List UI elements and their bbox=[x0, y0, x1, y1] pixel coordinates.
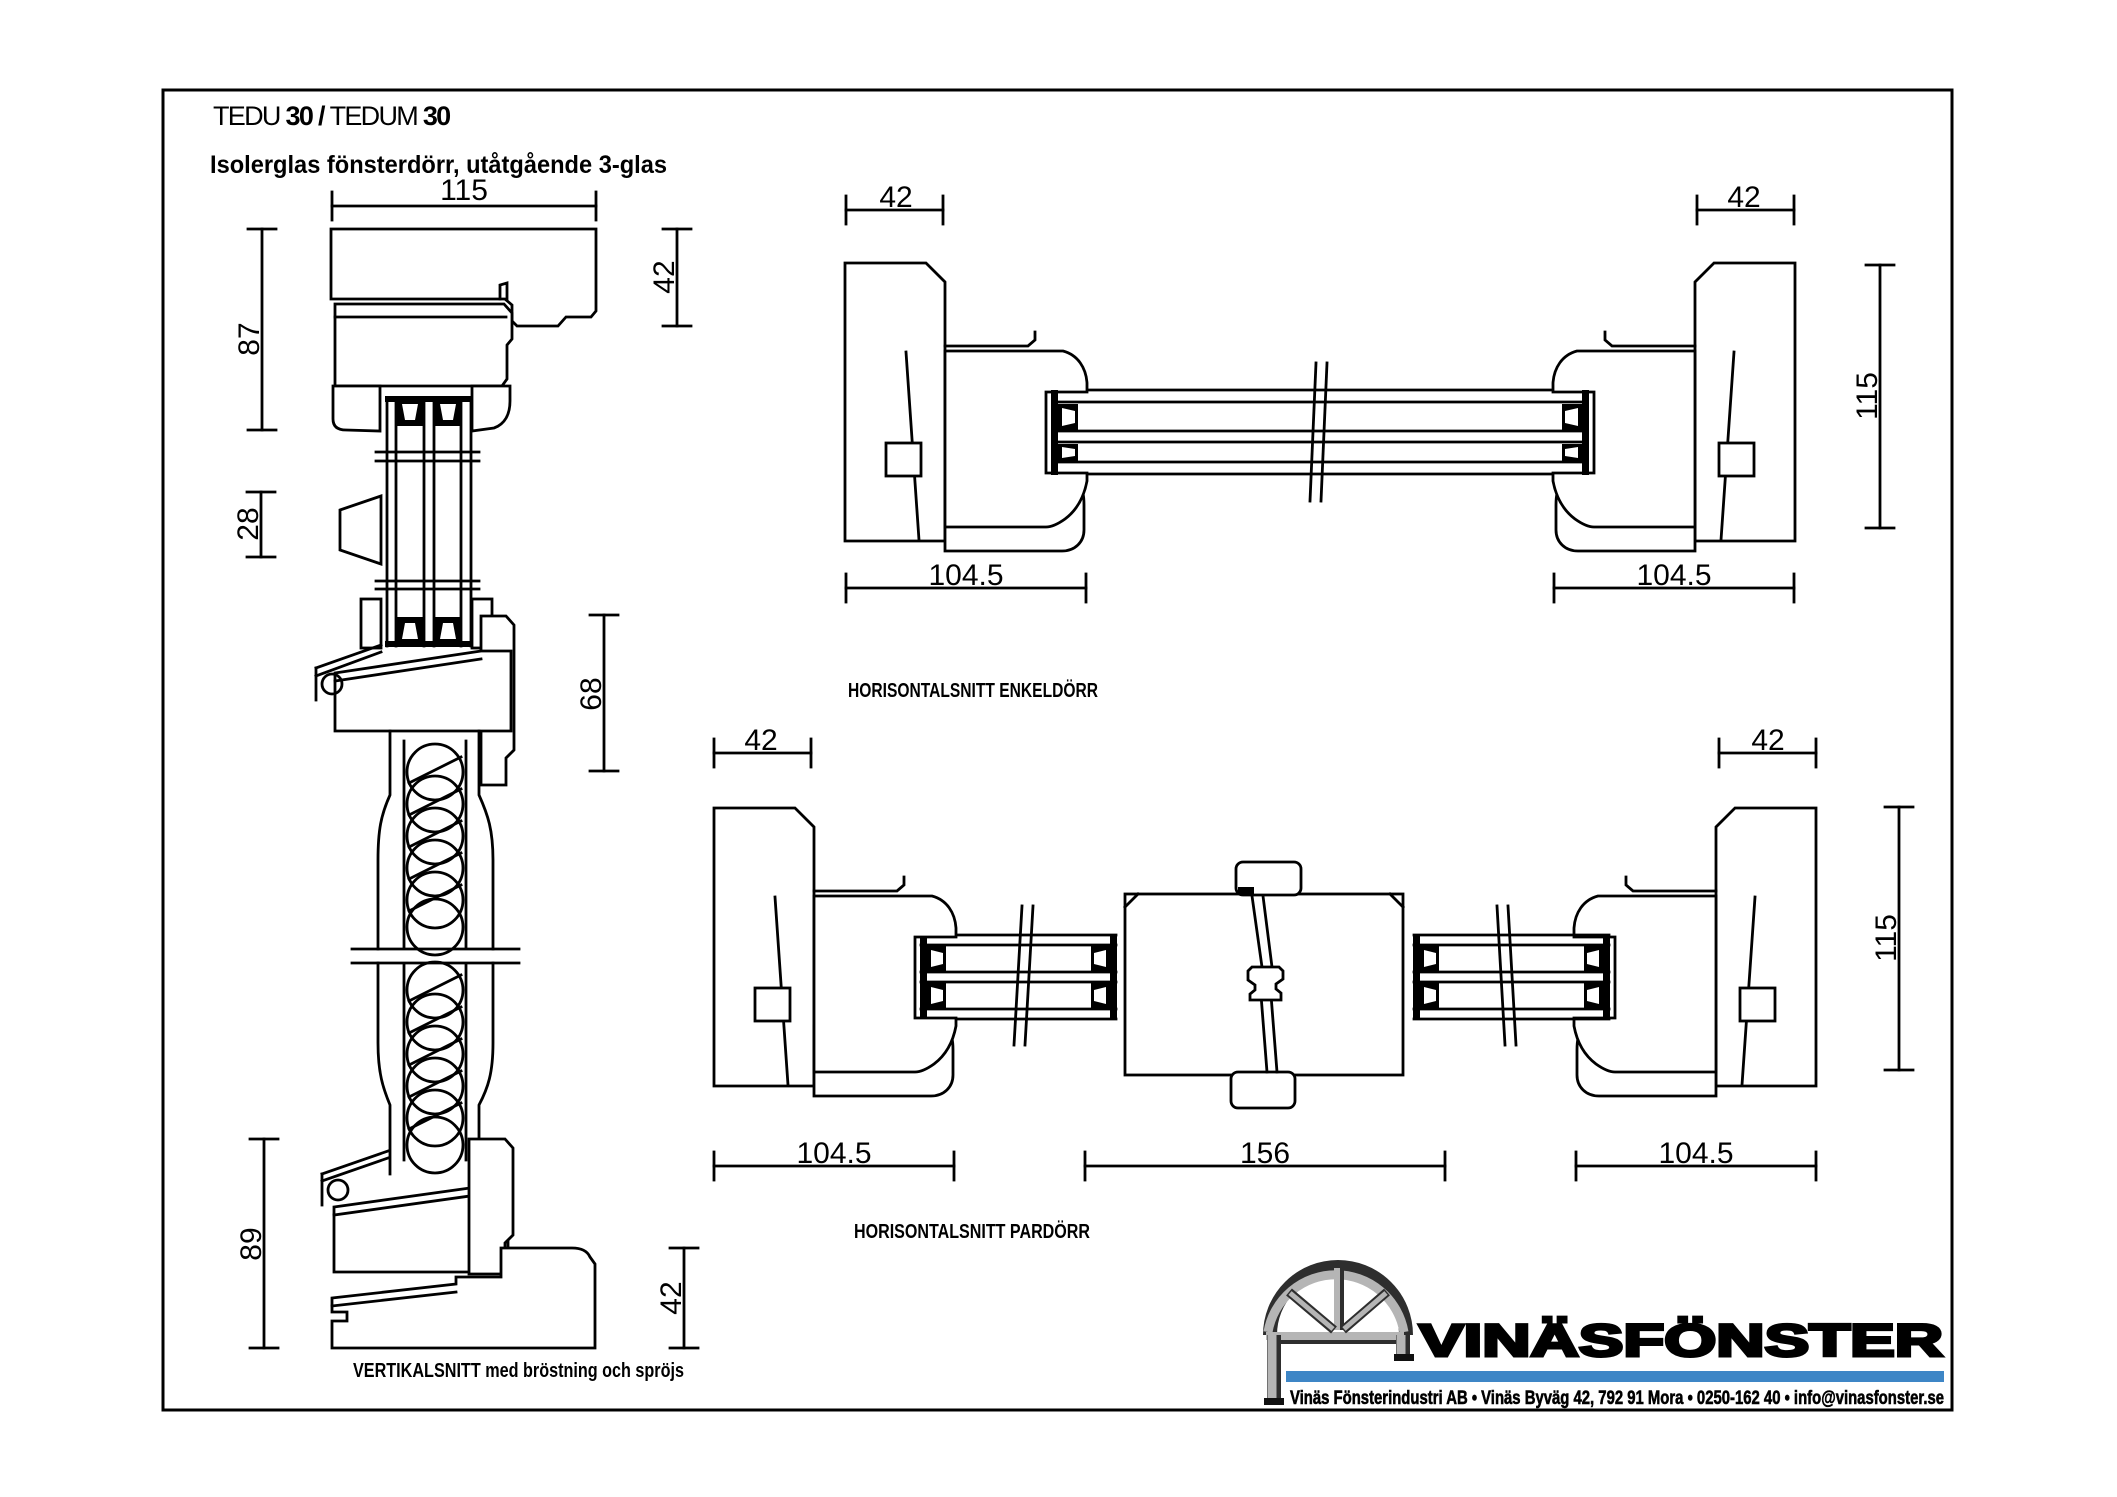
svg-text:68: 68 bbox=[575, 677, 608, 710]
svg-text:TEDU 30 / TEDUM 30: TEDU 30 / TEDUM 30 bbox=[213, 101, 450, 131]
svg-text:42: 42 bbox=[1727, 181, 1760, 214]
svg-text:87: 87 bbox=[233, 322, 266, 355]
svg-text:89: 89 bbox=[235, 1227, 268, 1260]
svg-text:104.5: 104.5 bbox=[928, 559, 1003, 592]
svg-text:104.5: 104.5 bbox=[1658, 1137, 1733, 1170]
svg-text:104.5: 104.5 bbox=[796, 1137, 871, 1170]
svg-text:VERTIKALSNITT med bröstning oc: VERTIKALSNITT med bröstning och spröjs bbox=[353, 1360, 684, 1382]
svg-text:42: 42 bbox=[1751, 724, 1784, 757]
svg-text:28: 28 bbox=[232, 507, 265, 540]
svg-text:HORISONTALSNITT PARDÖRR: HORISONTALSNITT PARDÖRR bbox=[854, 1220, 1090, 1243]
svg-text:42: 42 bbox=[655, 1281, 688, 1314]
svg-text:HORISONTALSNITT ENKELDÖRR: HORISONTALSNITT ENKELDÖRR bbox=[848, 679, 1098, 702]
svg-text:115: 115 bbox=[1851, 372, 1884, 420]
svg-text:104.5: 104.5 bbox=[1636, 559, 1711, 592]
svg-text:156: 156 bbox=[1240, 1137, 1290, 1170]
svg-text:42: 42 bbox=[744, 724, 777, 757]
svg-text:42: 42 bbox=[648, 260, 681, 293]
svg-text:115: 115 bbox=[1870, 914, 1903, 962]
svg-text:Vinäs Fönsterindustri AB • Vin: Vinäs Fönsterindustri AB • Vinäs Byväg 4… bbox=[1290, 1388, 1944, 1409]
svg-text:VINÄSFÖNSTER: VINÄSFÖNSTER bbox=[1419, 1315, 1943, 1366]
svg-text:Isolerglas fönsterdörr, utåtgå: Isolerglas fönsterdörr, utåtgående 3-gla… bbox=[210, 151, 667, 179]
svg-text:115: 115 bbox=[440, 174, 488, 207]
svg-text:42: 42 bbox=[879, 181, 912, 214]
